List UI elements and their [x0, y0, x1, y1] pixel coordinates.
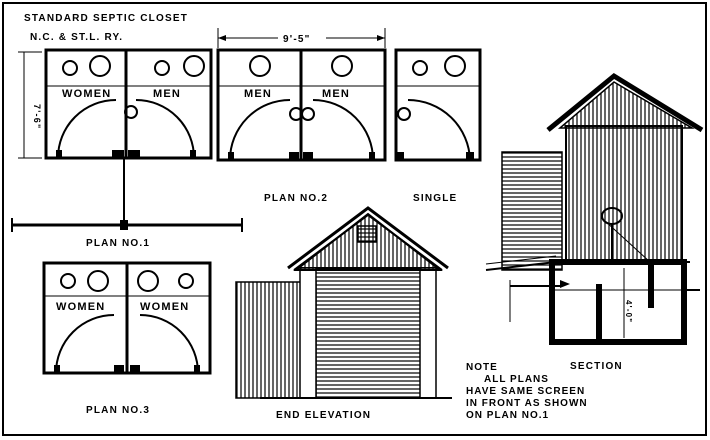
plan3-right-room: WOMEN	[140, 301, 189, 313]
title-block: STANDARD SEPTIC CLOSET N.C. & ST.L. RY.	[24, 13, 188, 43]
single-outline	[394, 48, 482, 162]
plan1-outline	[44, 48, 213, 160]
door-swing-arc	[407, 99, 471, 161]
seat-circle	[412, 60, 428, 76]
seat-circle	[87, 270, 109, 292]
septic-tank	[549, 259, 687, 345]
elevation-wall	[301, 267, 435, 399]
seat-circle	[249, 55, 271, 77]
door-jamb	[190, 150, 196, 158]
door-jamb	[303, 152, 313, 160]
door-swing-arc	[139, 314, 199, 374]
section-screen	[501, 151, 563, 271]
door-jamb	[228, 152, 234, 160]
plan2-caption: PLAN NO.2	[264, 193, 328, 204]
screen-post-base	[120, 220, 128, 230]
door-swing-arc	[57, 99, 117, 159]
door-jamb	[54, 365, 60, 373]
tank-baffle	[596, 284, 602, 340]
section-caption: SECTION	[570, 361, 623, 372]
plan-no-3: WOMEN WOMEN PLAN NO.3	[42, 261, 212, 416]
inlet-arrow	[560, 280, 570, 288]
plan-single: SINGLE	[394, 48, 482, 204]
door-jamb	[369, 152, 375, 160]
dim-label-bg	[278, 31, 326, 45]
door-jamb	[56, 150, 62, 158]
section-wall	[565, 125, 683, 265]
door-jamb	[128, 150, 140, 158]
plan3-left-room: WOMEN	[56, 301, 105, 313]
vent-pipe	[124, 105, 138, 119]
door-swing-arc	[135, 99, 195, 159]
single-caption: SINGLE	[413, 193, 457, 204]
corner-board	[419, 267, 437, 399]
seat-circle	[183, 55, 205, 77]
seat-circle	[62, 60, 78, 76]
door-swing-arc	[229, 99, 291, 161]
sheet-border	[2, 2, 707, 436]
plan1-caption: PLAN NO.1	[86, 238, 150, 249]
plan2-right-room: MEN	[322, 88, 350, 100]
plan1-depth-dim: 7'-6"	[32, 104, 42, 129]
door-jamb	[194, 365, 200, 373]
seat-circle	[178, 273, 194, 289]
plan1-right-room: MEN	[153, 88, 181, 100]
plan2-left-room: MEN	[244, 88, 272, 100]
plan3-caption: PLAN NO.3	[86, 405, 150, 416]
ground-hatch	[485, 255, 557, 265]
seat-circle	[89, 55, 111, 77]
seat-brace	[603, 219, 651, 263]
corner-board	[299, 267, 317, 399]
plan1-left-room: WOMEN	[62, 88, 111, 100]
note-block: NOTE ALL PLANS HAVE SAME SCREEN IN FRONT…	[466, 362, 588, 421]
door-jamb	[114, 365, 124, 373]
title-line-1: STANDARD SEPTIC CLOSET	[24, 13, 188, 24]
tank-baffle-2	[648, 262, 654, 308]
section-view: 4'-0" SECTION	[485, 72, 704, 372]
door-jamb	[130, 365, 140, 373]
note-line-4: IN FRONT AS SHOWN	[466, 398, 588, 409]
seat-circle	[331, 55, 353, 77]
vent-pipe	[301, 107, 315, 121]
seat-circle	[60, 273, 76, 289]
door-jamb	[289, 152, 299, 160]
section-roof-fill	[557, 81, 695, 129]
end-elevation: END ELEVATION	[235, 206, 452, 421]
seat-circle	[154, 60, 170, 76]
note-line-2: ALL PLANS	[484, 374, 549, 385]
note-line-3: HAVE SAME SCREEN	[466, 386, 585, 397]
section-roof	[546, 72, 704, 133]
roof-vent	[357, 225, 377, 243]
seat-circle	[444, 55, 466, 77]
seat-circle	[137, 270, 159, 292]
door-swing-arc	[55, 314, 115, 374]
plan-no-1: WOMEN MEN 7'-6" PLAN NO.1	[11, 48, 243, 249]
note-line-1: NOTE	[466, 362, 498, 373]
door-jamb	[466, 152, 474, 160]
elevation-caption: END ELEVATION	[276, 410, 371, 421]
door-jamb	[396, 152, 404, 160]
tank-depth-dim: 4'-0"	[624, 300, 633, 323]
roof-trim	[293, 213, 443, 271]
note-line-5: ON PLAN NO.1	[466, 410, 549, 421]
vent-pipe	[397, 107, 411, 121]
plan-no-2: MEN MEN 9'-5" PLAN NO.2	[216, 28, 387, 204]
title-line-2: N.C. & ST.L. RY.	[30, 32, 123, 43]
plan2-width-dim: 9'-5"	[283, 34, 311, 45]
door-jamb	[112, 150, 124, 158]
elevation-roof-edge	[287, 206, 449, 270]
door-swing-arc	[312, 99, 374, 161]
